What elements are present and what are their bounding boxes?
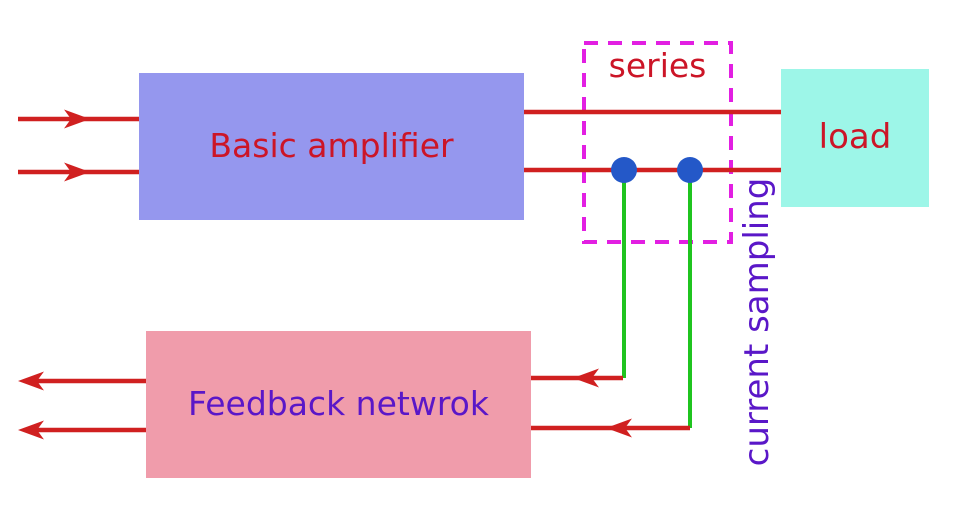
basic-amplifier-block: Basic amplifier (139, 73, 524, 220)
series-annotation: series (608, 46, 707, 85)
series-dashed-box (582, 41, 733, 244)
current-sampling-annotation: current sampling (737, 177, 777, 467)
input-arrowhead-2 (64, 162, 90, 182)
feedback-output-arrowhead-2 (18, 420, 44, 440)
load-block: load (781, 69, 929, 207)
feedback-output-arrowhead-1 (18, 371, 44, 391)
sampling-node-dot-1 (611, 157, 637, 183)
sampling-node-dot-2 (677, 157, 703, 183)
feedback-input-arrowhead-1 (573, 368, 599, 388)
feedback-input-arrowhead-2 (606, 418, 632, 438)
feedback-network-block: Feedback netwrok (146, 331, 531, 478)
load-label: load (818, 117, 892, 158)
input-arrowhead-1 (64, 109, 90, 129)
feedback-network-label: Feedback netwrok (188, 384, 489, 424)
basic-amplifier-label: Basic amplifier (209, 126, 454, 166)
